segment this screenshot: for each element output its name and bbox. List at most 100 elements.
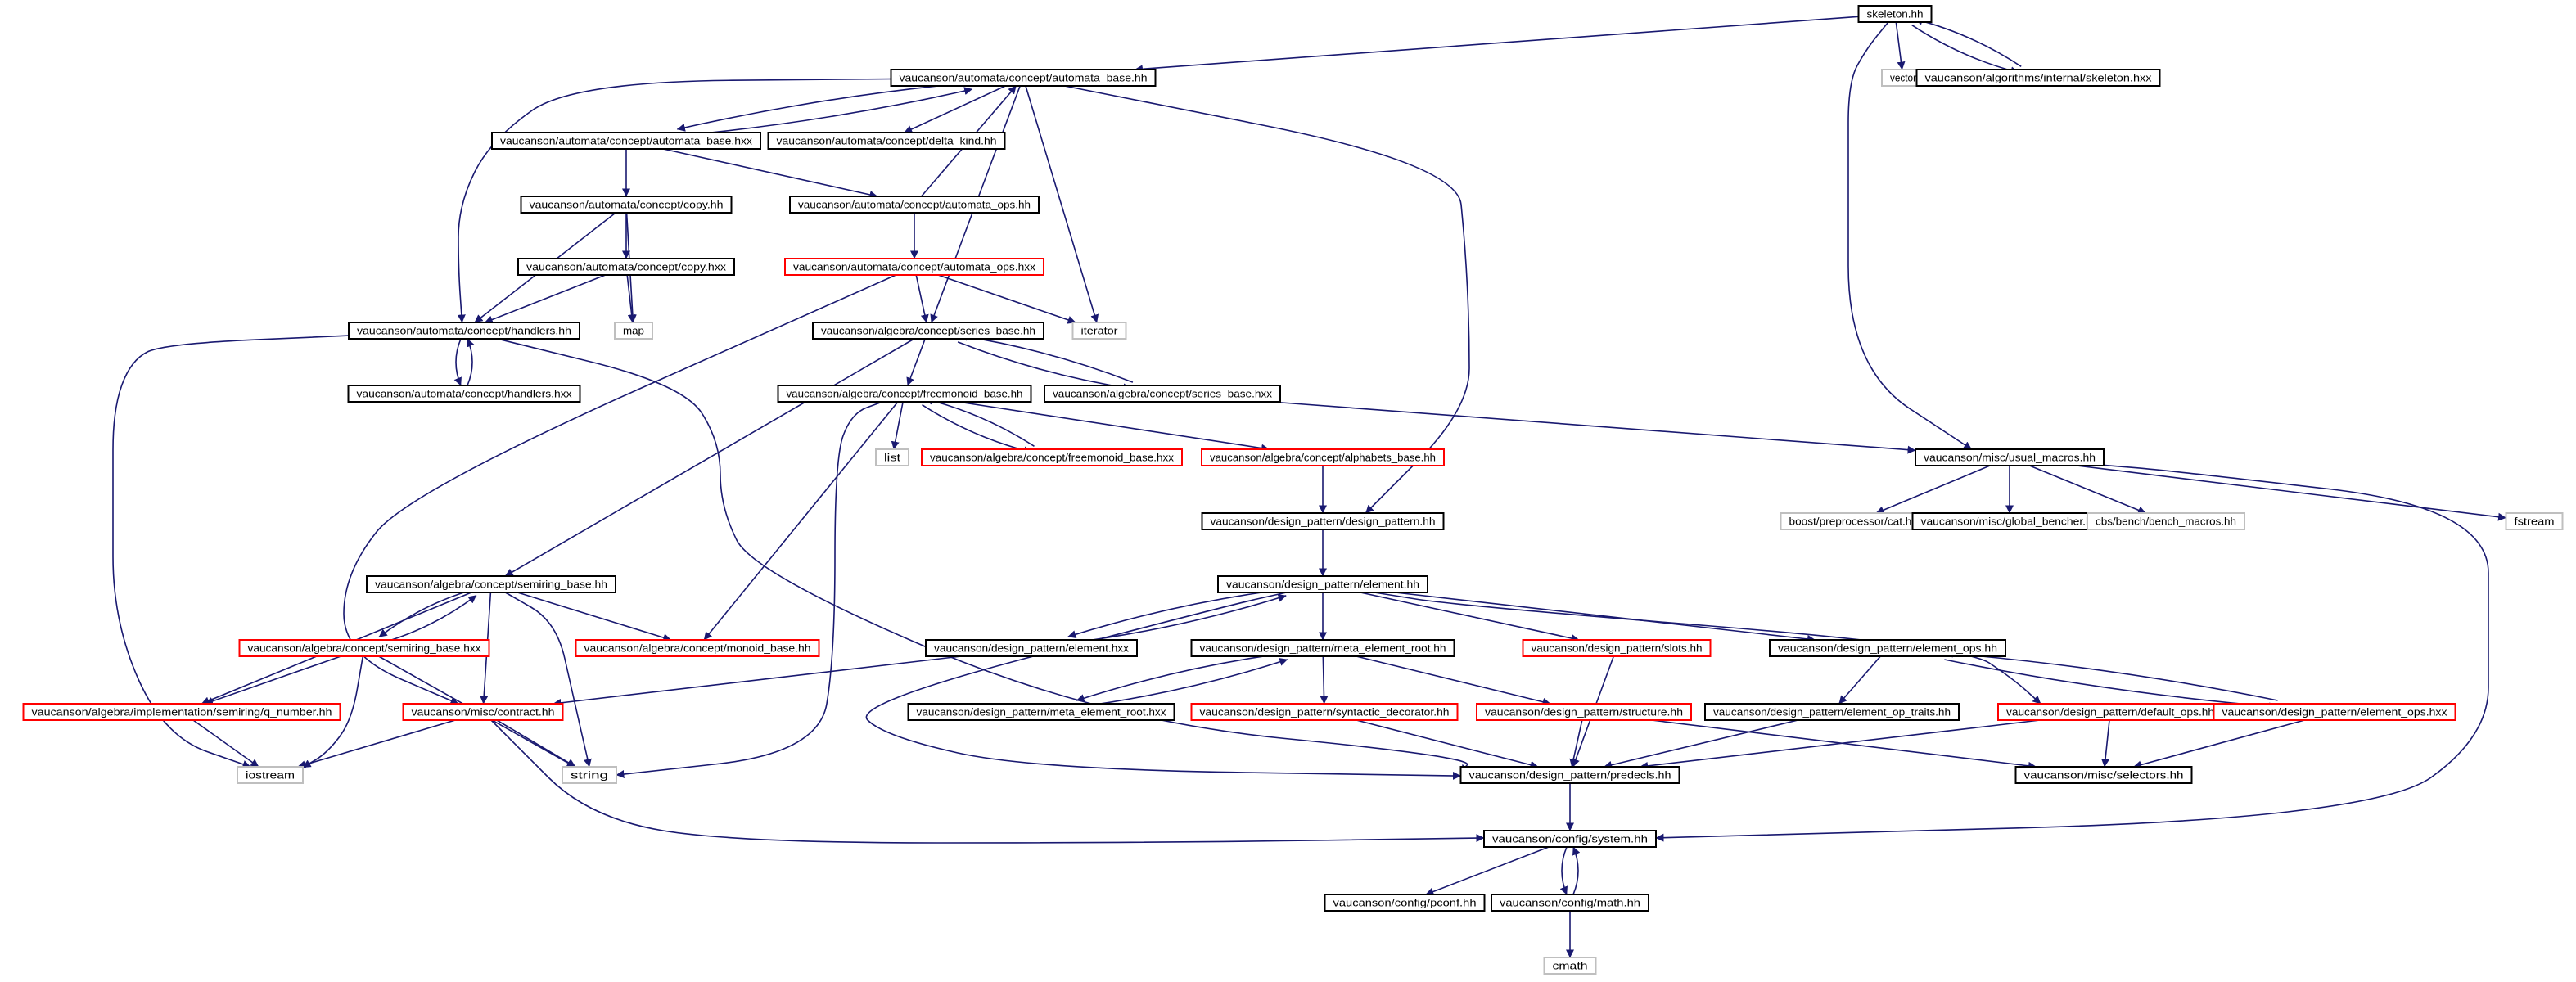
node-element-hh[interactable]: vaucanson/design_pattern/element.hh <box>1217 575 1428 593</box>
edge-q-number-to-iostream <box>192 719 259 768</box>
node-system-hh[interactable]: vaucanson/config/system.hh <box>1483 830 1657 848</box>
node-label: skeleton.hh <box>1867 8 1924 20</box>
node-element-ops-hh[interactable]: vaucanson/design_pattern/element_ops.hh <box>1769 639 2006 657</box>
node-automata-ops-hxx[interactable]: vaucanson/automata/concept/automata_ops.… <box>784 258 1044 276</box>
node-default-ops[interactable]: vaucanson/design_pattern/default_ops.hh <box>1997 703 2223 721</box>
node-fstream: fstream <box>2505 512 2564 530</box>
node-series-base-hh[interactable]: vaucanson/algebra/concept/series_base.hh <box>812 322 1044 340</box>
node-label: list <box>884 452 900 464</box>
node-design-pattern-hh[interactable]: vaucanson/design_pattern/design_pattern.… <box>1201 512 1445 530</box>
node-label: vaucanson/design_pattern/meta_element_ro… <box>1200 642 1446 655</box>
edge-automata-base-hh-to-delta-kind <box>904 85 1006 133</box>
edge-contract-hh-to-iostream <box>297 719 456 769</box>
edge-series-base-hxx-to-series-base-hh <box>959 332 1134 383</box>
node-copy-hxx[interactable]: vaucanson/automata/concept/copy.hxx <box>517 258 735 276</box>
node-box <box>925 639 1138 657</box>
node-series-base-hxx[interactable]: vaucanson/algebra/concept/series_base.hx… <box>1044 385 1281 403</box>
node-handlers-hxx[interactable]: vaucanson/automata/concept/handlers.hxx <box>347 385 581 403</box>
node-label: vaucanson/misc/usual_macros.hh <box>1924 452 2096 464</box>
node-automata-base-hxx[interactable]: vaucanson/automata/concept/automata_base… <box>491 132 761 150</box>
node-slots-hh[interactable]: vaucanson/design_pattern/slots.hh <box>1522 639 1712 657</box>
edge-element-ops-hh-to-element-op-traits <box>1838 655 1881 705</box>
edge-element-ops-hxx-to-element-ops-hh <box>1945 649 2278 701</box>
node-vector: vector <box>1881 69 1925 87</box>
node-handlers-hh[interactable]: vaucanson/automata/concept/handlers.hh <box>348 322 580 340</box>
node-alphabets-base-hh[interactable]: vaucanson/algebra/concept/alphabets_base… <box>1201 448 1445 466</box>
node-meta-element-root-hxx[interactable]: vaucanson/design_pattern/meta_element_ro… <box>907 703 1175 721</box>
node-skeleton[interactable]: skeleton.hh <box>1857 5 1933 23</box>
node-string: string <box>562 766 617 784</box>
node-label: vaucanson/design_pattern/slots.hh <box>1532 642 1703 655</box>
node-label: vector <box>1890 72 1917 84</box>
node-label: vaucanson/algebra/concept/freemonoid_bas… <box>930 452 1175 464</box>
node-label: vaucanson/algebra/concept/series_base.hx… <box>1053 388 1273 400</box>
node-freemonoid-base-hh[interactable]: vaucanson/algebra/concept/freemonoid_bas… <box>777 385 1032 403</box>
edge-series-base-hh-to-semiring-base-hh <box>504 338 915 577</box>
edge-contract-hh-to-string <box>496 719 576 768</box>
node-label: vaucanson/design_pattern/element_ops.hxx <box>2222 706 2448 718</box>
edge-element-ops-hxx-to-selectors <box>2133 719 2305 769</box>
node-box <box>1483 830 1657 848</box>
node-label: vaucanson/design_pattern/element_ops.hh <box>1778 642 1997 655</box>
node-math-hh[interactable]: vaucanson/config/math.hh <box>1491 894 1649 912</box>
node-usual-macros[interactable]: vaucanson/misc/usual_macros.hh <box>1915 448 2105 466</box>
node-selectors[interactable]: vaucanson/misc/selectors.hh <box>2014 766 2193 784</box>
edge-semiring-base-hh-to-semiring-base-hxx <box>378 588 474 638</box>
node-global-bencher[interactable]: vaucanson/misc/global_bencher.hh <box>1911 512 2108 530</box>
edge-semiring-base-hxx-to-iostream <box>302 655 364 768</box>
edge-element-hh-to-element-hxx <box>1067 588 1285 639</box>
edge-element-hh-to-default-ops <box>1374 592 2041 705</box>
node-box <box>777 385 1032 403</box>
node-pconf[interactable]: vaucanson/config/pconf.hh <box>1324 894 1486 912</box>
node-semiring-base-hxx[interactable]: vaucanson/algebra/concept/semiring_base.… <box>238 639 490 657</box>
node-element-hxx[interactable]: vaucanson/design_pattern/element.hxx <box>925 639 1138 657</box>
node-label: vaucanson/design_pattern/meta_element_ro… <box>917 706 1167 718</box>
node-monoid-base-hh[interactable]: vaucanson/algebra/concept/monoid_base.hh <box>575 639 820 657</box>
node-label: vaucanson/algebra/concept/monoid_base.hh <box>584 642 811 655</box>
node-delta-kind[interactable]: vaucanson/automata/concept/delta_kind.hh <box>767 132 1006 150</box>
edge-freemonoid-base-hh-to-freemonoid-base-hxx <box>922 404 1032 455</box>
node-box <box>875 448 909 466</box>
node-predecls[interactable]: vaucanson/design_pattern/predecls.hh <box>1459 766 1680 784</box>
node-structure-hh[interactable]: vaucanson/design_pattern/structure.hh <box>1476 703 1692 721</box>
nodes-layer: skeleton.hh vaucanson/automata/concept/au… <box>22 5 2564 975</box>
edge-automata-ops-hxx-to-contract-hh <box>343 274 896 705</box>
edge-freemonoid-base-hh-to-string <box>616 401 883 778</box>
edge-skeleton-to-vector <box>1895 21 1906 70</box>
node-box <box>238 639 490 657</box>
node-box <box>1201 448 1445 466</box>
edge-element-hh-to-predecls <box>865 592 1461 780</box>
node-box <box>1915 69 2161 87</box>
node-box <box>562 766 617 784</box>
node-label: vaucanson/design_pattern/predecls.hh <box>1469 769 1671 782</box>
node-boost-cat: boost/preprocessor/cat.hpp <box>1780 512 1933 530</box>
node-element-ops-hxx[interactable]: vaucanson/design_pattern/element_ops.hxx <box>2213 703 2456 721</box>
node-label: vaucanson/misc/contract.hh <box>412 706 555 718</box>
node-freemonoid-base-hxx[interactable]: vaucanson/algebra/concept/freemonoid_bas… <box>921 448 1183 466</box>
node-semiring-base-hh[interactable]: vaucanson/algebra/concept/semiring_base.… <box>366 575 616 593</box>
node-automata-ops-hh[interactable]: vaucanson/automata/concept/automata_ops.… <box>789 196 1040 214</box>
node-element-op-traits[interactable]: vaucanson/design_pattern/element_op_trai… <box>1704 703 1960 721</box>
node-box <box>921 448 1183 466</box>
node-meta-element-root-hh[interactable]: vaucanson/design_pattern/meta_element_ro… <box>1190 639 1455 657</box>
edge-element-hh-to-slots-hh <box>1360 592 1580 642</box>
node-skeleton-hxx[interactable]: vaucanson/algorithms/internal/skeleton.h… <box>1915 69 2161 87</box>
node-list: list <box>875 448 909 466</box>
node-label: vaucanson/algebra/concept/freemonoid_bas… <box>787 388 1023 400</box>
node-label: fstream <box>2515 516 2555 528</box>
node-syntactic-decorator[interactable]: vaucanson/design_pattern/syntactic_decor… <box>1190 703 1459 721</box>
node-label: vaucanson/automata/concept/handlers.hxx <box>357 388 573 400</box>
node-label: iostream <box>246 769 295 782</box>
edge-meta-element-root-hh-to-structure-hh <box>1356 655 1551 706</box>
node-copy-hh[interactable]: vaucanson/automata/concept/copy.hh <box>520 196 733 214</box>
node-label: vaucanson/config/pconf.hh <box>1333 897 1477 909</box>
node-contract-hh[interactable]: vaucanson/misc/contract.hh <box>402 703 564 721</box>
node-box <box>1190 703 1459 721</box>
edge-series-base-hh-to-freemonoid-base-hh <box>906 338 926 386</box>
edge-copy-hxx-to-handlers-hh <box>484 274 606 324</box>
node-q-number[interactable]: vaucanson/algebra/implementation/semirin… <box>22 703 341 721</box>
node-box <box>491 132 761 150</box>
node-box <box>890 69 1157 87</box>
node-automata-base-hh[interactable]: vaucanson/automata/concept/automata_base… <box>890 69 1157 87</box>
edge-series-base-hxx-to-usual-macros <box>1270 401 1916 454</box>
